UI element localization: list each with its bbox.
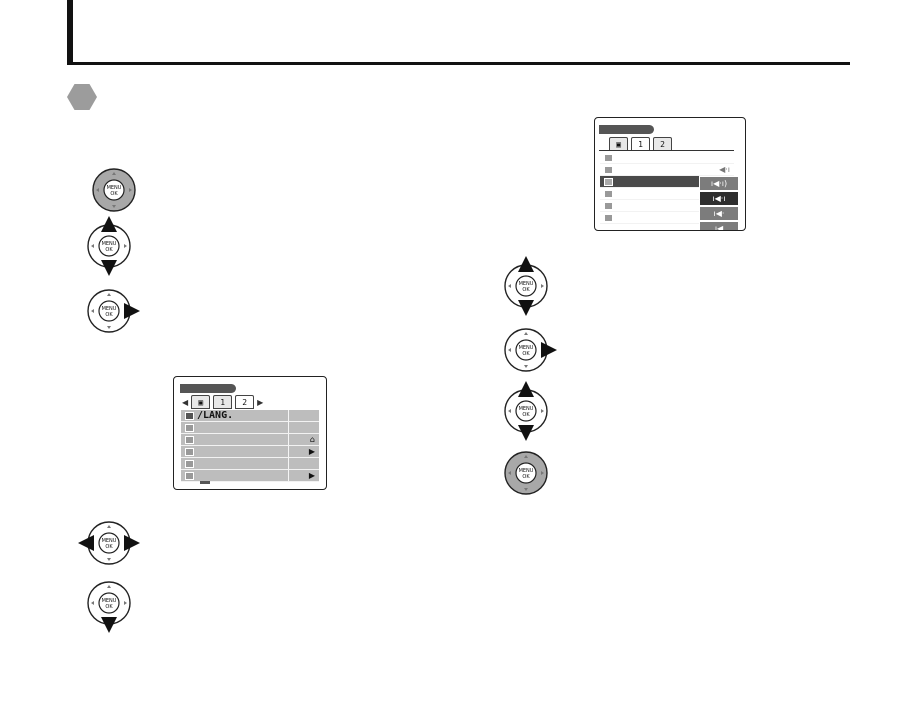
arrow-up-icon [518,381,534,397]
volume-option-4[interactable]: ı◀ [699,221,739,230]
arrow-left-icon [78,535,94,551]
menu-title-bar-2 [599,125,654,134]
svg-text:OK: OK [110,191,118,197]
svg-text:MENU: MENU [107,185,122,191]
arrow-down-icon [101,260,117,276]
camera-icon: ▣ [616,139,621,149]
tab-setup-2-2[interactable]: 2 [653,137,672,151]
arrow-up-icon [518,256,534,272]
arrow-down-icon [101,617,117,633]
svg-text:OK: OK [105,312,113,318]
tab-shooting[interactable]: ▣ [191,395,211,409]
volume-popup: ı◀·ı) ı◀·ı ı◀· ı◀ [699,176,739,230]
arrow-right-icon [541,342,557,358]
tab-setup-2[interactable]: 2 [235,395,255,409]
clock-icon [185,435,194,444]
svg-text:OK: OK [105,544,113,550]
menu-row-3[interactable]: ⌂ [181,434,319,446]
vol-menu-row-1[interactable] [600,152,734,164]
arrow-right-icon [124,535,140,551]
svg-text:MENU: MENU [102,241,117,247]
arrow-down-icon [518,300,534,316]
menu-row-4[interactable]: ▶ [181,446,319,458]
header-bar [67,0,73,64]
svg-text:MENU: MENU [102,598,117,604]
arrow-up-icon [101,216,117,232]
volume-option-1[interactable]: ı◀·ı) [699,176,739,191]
menu-row-6[interactable]: ▶ [181,470,319,482]
svg-text:OK: OK [105,247,113,253]
menu-row-2[interactable] [181,422,319,434]
arrow-down-icon [518,425,534,441]
tab-right-arrow-icon[interactable]: ▶ [257,397,264,407]
menu-row-5[interactable] [181,458,319,470]
section-hexagon-marker [67,84,97,110]
svg-text:OK: OK [522,287,530,293]
vol-menu-row-2[interactable]: ◀·ı [600,164,734,176]
tab-setup-1[interactable]: 1 [213,395,233,409]
svg-text:MENU: MENU [519,345,534,351]
svg-text:OK: OK [522,351,530,357]
camera-icon [185,423,194,432]
tab-left-arrow-icon[interactable]: ◀ [182,397,189,407]
scroll-down-indicator-icon [200,481,210,484]
tab-setup-1-2[interactable]: 1 [631,137,650,151]
volume-option-2-selected[interactable]: ı◀·ı [699,191,739,206]
setting-icon [604,165,613,174]
svg-text:MENU: MENU [519,406,534,412]
globe-icon [185,411,194,420]
setting-icon [604,213,613,222]
menu-title-bar [180,384,236,393]
tab-shooting-2[interactable]: ▣ [609,137,628,151]
camera-icon: ▣ [198,397,204,407]
svg-text:MENU: MENU [519,281,534,287]
speaker-icon [604,189,613,198]
setting-icon [185,471,194,480]
svg-text:MENU: MENU [519,468,534,474]
svg-text:OK: OK [522,474,530,480]
lcd-volume-menu-screen: ▣ 1 2 ◀·ı ı◀·ı) ı◀·ı ı◀· ı◀ [594,117,746,231]
setting-icon [185,447,194,456]
speaker-icon [604,177,613,186]
menu-row-language[interactable]: /LANG. [181,410,319,422]
arrow-right-icon [124,303,140,319]
svg-text:OK: OK [522,412,530,418]
header-rule [67,62,850,65]
svg-text:OK: OK [105,604,113,610]
svg-text:MENU: MENU [102,306,117,312]
setting-icon [604,153,613,162]
svg-text:MENU: MENU [102,538,117,544]
setting-icon [604,201,613,210]
volume-option-3[interactable]: ı◀· [699,206,739,221]
setting-icon [185,459,194,468]
lcd-setup-menu-screen: ◀ ▣ 1 2 ▶ /LANG. ⌂ ▶ ▶ [173,376,327,490]
